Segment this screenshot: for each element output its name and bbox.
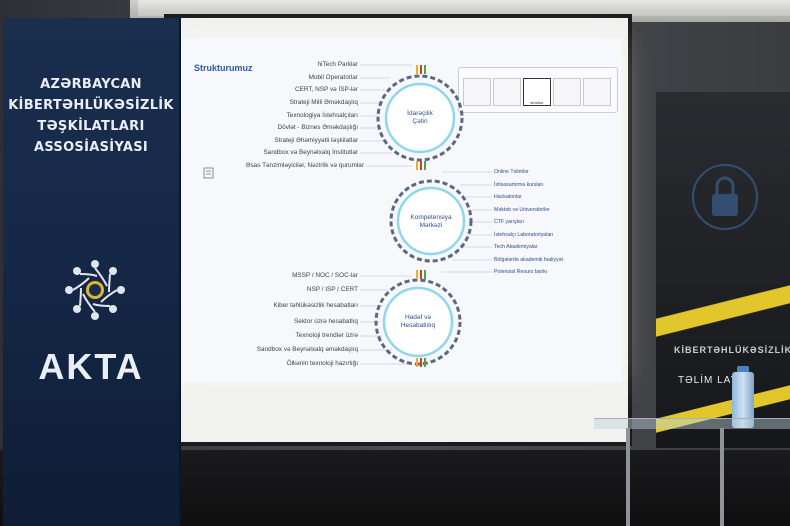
list-item: Sandbox və Beynəlxalq əməkdaşlıq (256, 346, 358, 353)
slide-nav-strip: struktur (458, 67, 618, 113)
nav-box (493, 78, 521, 106)
structure-diagram (203, 64, 492, 367)
akta-logo-text: AKTA (38, 346, 144, 387)
nav-box (463, 78, 491, 106)
list-item: Ölkənin texnoloji hazırlığı (286, 360, 358, 367)
list-item: Məktəb və Universitetlər (494, 207, 550, 213)
list-item: Kiber təhlükəsizlik hesabatları (273, 302, 358, 309)
nav-box (583, 78, 611, 106)
list-item: Hackatonlar (494, 194, 522, 200)
nav-box (553, 78, 581, 106)
list-item: Əsas Tənzimləyicilər, Nəzirlik və quruml… (245, 162, 364, 169)
banner-right-line1: KİBERTƏHLÜKƏSİZLİK (674, 345, 790, 355)
list-item: Strateji Əhəmiyyətli təşkilatlar (274, 137, 358, 144)
list-item: Bölgələrdə akademik fəaliyyət (494, 257, 563, 263)
list-item: Online Təlimlər (494, 169, 529, 175)
list-item: Mobil Operatorlar (308, 74, 358, 81)
presentation-slide: Strukturumuz struktur (180, 38, 622, 382)
circle-label-accountability: Hədəf və Hesabatlılıq (388, 314, 448, 330)
banner-title-line: TƏŞKİLATLARI (37, 119, 145, 134)
circle-label-line: Kompetensiya (410, 214, 452, 221)
list-item: Texnoloji trendlər üzrə (295, 332, 358, 339)
circle-label-line: Mərkəzi (419, 222, 443, 229)
lock-icon (692, 164, 758, 230)
banner-stripe (656, 285, 790, 337)
list-item: İxtisasartırma kursları (494, 182, 544, 188)
glass-table (594, 418, 790, 429)
list-item: CERT, NSP və İSP-lər (295, 86, 358, 93)
color-markers (416, 65, 426, 367)
circle-label-line: Hədəf və (404, 314, 432, 321)
list-item: Texnologiya İstehsalçıları (286, 112, 358, 119)
nav-box-active: struktur (523, 78, 551, 106)
list-item: İstehsalçı Laboratoriyaları (494, 232, 554, 238)
banner-right-line2: TƏLİM LAYİH (678, 375, 751, 386)
list-item: Sandbox və Beynəlxalq İnstitutlar (263, 149, 359, 156)
list-item: hiTech Parklar (317, 61, 359, 68)
top-connectors (360, 64, 412, 167)
circle-label-governance: İdarəçilik Çətiri (390, 110, 450, 126)
list-item: NSP / ISP / CERT (306, 286, 358, 293)
list-item: CTF yarışları (494, 219, 524, 225)
bottle-cap (737, 366, 749, 374)
list-item: Strateji Milli Əməkdaşlıq (289, 99, 358, 106)
table-leg (626, 428, 630, 526)
table-leg (720, 428, 724, 526)
circle-label-line: Çətiri (412, 118, 428, 125)
slide-title: Strukturumuz (194, 63, 253, 73)
banner-title-line: KİBERTƏHLÜKƏSİZLİK (8, 98, 174, 113)
banner-title-line: ASSOSİASİYASI (33, 140, 149, 155)
right-connectors (442, 171, 492, 273)
water-bottle (732, 372, 754, 428)
banner-title: AZƏRBAYCAN KİBERTƏHLÜKƏSİZLİK TƏŞKİLATLA… (3, 74, 179, 158)
akta-banner: AZƏRBAYCAN KİBERTƏHLÜKƏSİZLİK TƏŞKİLATLA… (3, 18, 181, 526)
list-item: Dövlət - Biznes Əməkdaşlığı (277, 124, 358, 131)
list-item: Tech Akademiyalar (494, 244, 538, 250)
list-item: Potensial Resurs bankı (494, 269, 548, 275)
building-icon (203, 167, 214, 179)
projector-screen-housing (138, 0, 790, 16)
training-banner: KİBERTƏHLÜKƏSİZLİK TƏLİM LAYİH (656, 92, 790, 448)
list-item: MSSP / NOC / SOC-lar (292, 272, 358, 279)
circle-label-line: Hesabatlılıq (400, 322, 436, 329)
circles (382, 82, 466, 358)
circle-label-competence: Kompetensiya Mərkəzi (401, 214, 461, 230)
nav-active-label: struktur (530, 100, 544, 105)
banner-title-line: AZƏRBAYCAN (40, 77, 142, 92)
akta-emblem-icon (65, 260, 125, 320)
list-item: Sektor üzrə hesabatlıq (294, 318, 358, 325)
circle-label-line: İdarəçilik (407, 110, 433, 117)
